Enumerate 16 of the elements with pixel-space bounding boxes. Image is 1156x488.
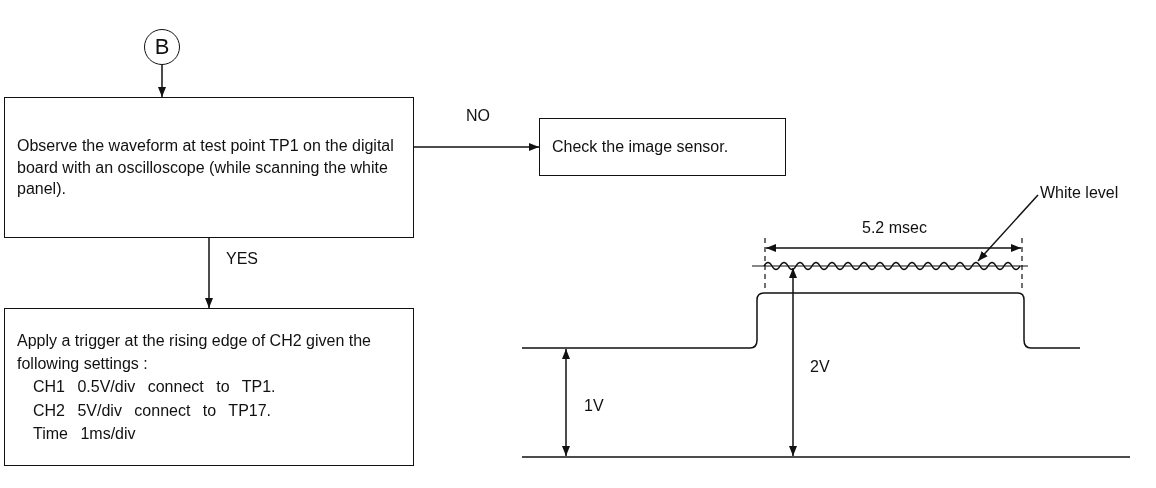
dimension-label: 5.2 msec [862,218,927,238]
dimension-label: 1V [584,396,604,416]
settings-row-text: CH1 0.5V/div connect to TP1. [32,377,277,398]
process-box [4,308,414,466]
arrow [977,194,1039,262]
arrow [158,64,166,98]
dimension-label: 2V [810,357,830,377]
process-box: Observe the waveform at test point TP1 on the digital board with an oscilloscope (while scanning the white panel). [4,97,414,238]
arrow [205,237,213,309]
process-box: Check the image sensor. [539,118,786,176]
ripple-line [763,261,1021,271]
settings-row-text: CH2 5V/div connect to TP17. [32,400,273,421]
instruction-text: Apply a trigger at the rising edge of CH2 given the following settings : [17,331,372,375]
annotation-text: White level [1040,182,1140,204]
arrow [413,143,540,151]
settings-row-text: Time 1ms/div [32,423,137,444]
